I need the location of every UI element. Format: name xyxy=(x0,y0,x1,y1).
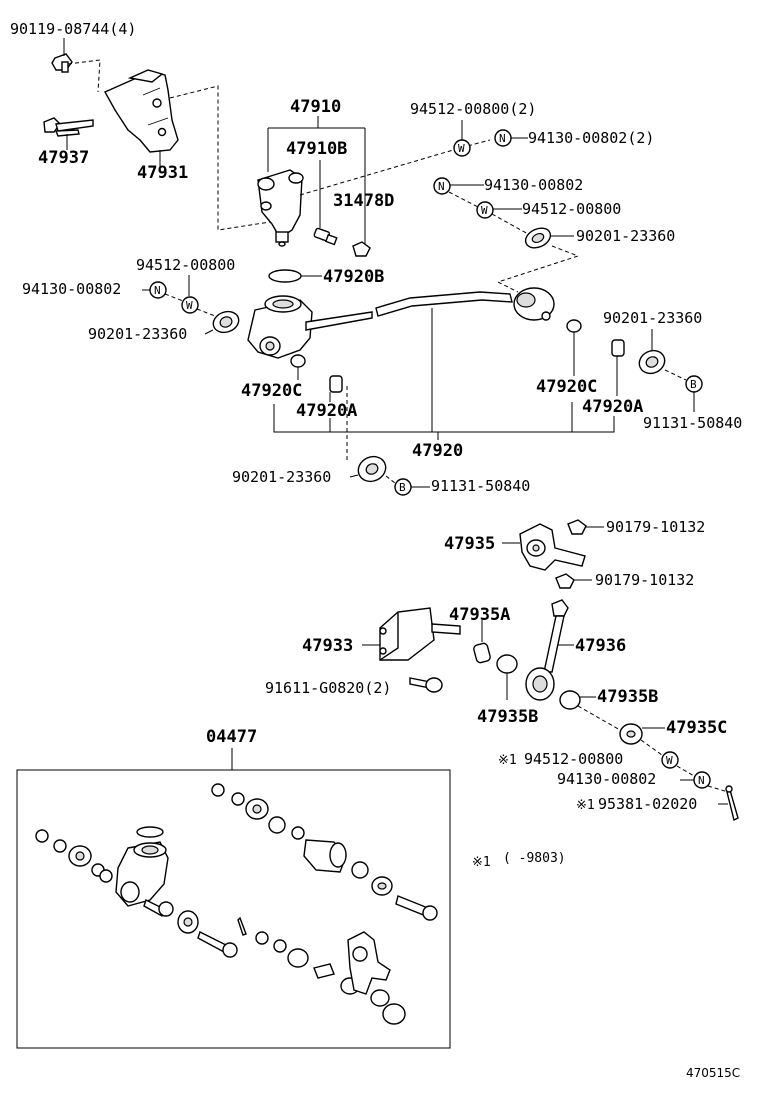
label-47910: 47910 xyxy=(290,97,341,117)
svg-text:W: W xyxy=(186,299,193,312)
label-94130-00802-l: 94130-00802 xyxy=(22,280,121,298)
bushing-47935B-r xyxy=(559,690,581,710)
label-47931: 47931 xyxy=(137,163,188,183)
bolt-marker-b1: B xyxy=(685,375,703,393)
label-91611-G0820: 91611-G0820(2) xyxy=(265,679,391,697)
svg-text:N: N xyxy=(499,132,506,145)
label-47935A: 47935A xyxy=(449,605,510,625)
label-90179-10132-b: 90179-10132 xyxy=(595,571,694,589)
bushing-47920C-r xyxy=(566,319,582,333)
fitting-47910B xyxy=(313,227,338,246)
label-04477: 04477 xyxy=(206,727,257,747)
svg-text:W: W xyxy=(666,754,673,767)
label-94512-00800-l: 94512-00800 xyxy=(136,256,235,274)
label-94130-00802-s: 94130-00802 xyxy=(557,770,656,788)
rod-assembly-47920 xyxy=(247,287,555,359)
label-90119-08744: 90119-08744(4) xyxy=(10,20,136,38)
label-90201-23360-rr: 90201-23360 xyxy=(603,309,702,327)
bushing-47935B-l xyxy=(496,654,518,674)
label-90201-23360-b: 90201-23360 xyxy=(232,468,331,486)
washer-47935C xyxy=(619,723,643,745)
label-47920C-r: 47920C xyxy=(536,377,597,397)
label-90179-10132-a: 90179-10132 xyxy=(606,518,705,536)
washer-marker-w3: W xyxy=(181,296,199,314)
washer-marker-w2: W xyxy=(476,201,494,219)
nut-marker-n1: N xyxy=(494,129,512,147)
link-rod-47936 xyxy=(525,599,569,701)
star-mark-2: ※1 xyxy=(576,798,595,813)
nut-marker-n3: N xyxy=(149,281,167,299)
bushing-90201-rr xyxy=(638,349,666,375)
collar-47920A-r xyxy=(611,339,625,357)
label-31478D: 31478D xyxy=(333,191,394,211)
label-47910B: 47910B xyxy=(286,139,347,159)
label-94512-00800-s: 94512-00800 xyxy=(524,750,623,768)
bushing-90201-r xyxy=(524,227,552,249)
svg-text:W: W xyxy=(481,204,488,217)
bolt-marker-b2: B xyxy=(394,478,412,496)
nut-90179-a xyxy=(567,519,587,535)
label-94130-00802-r: 94130-00802 xyxy=(484,176,583,194)
label-47937: 47937 xyxy=(38,148,89,168)
svg-text:B: B xyxy=(399,481,406,494)
label-95381-02020: 95381-02020 xyxy=(598,795,697,813)
label-47935B-l: 47935B xyxy=(477,707,538,727)
svg-text:N: N xyxy=(698,774,705,787)
kit-box-04477 xyxy=(16,769,451,1049)
bushing-47920C-l xyxy=(290,354,306,368)
figure-code: 470515C xyxy=(686,1066,740,1080)
label-47936: 47936 xyxy=(575,636,626,656)
collar-47920A-l xyxy=(329,375,343,393)
nut-90179-b xyxy=(555,573,575,589)
label-94512-00800-2: 94512-00800(2) xyxy=(410,100,536,118)
label-94130-00802-2: 94130-00802(2) xyxy=(528,129,654,147)
label-47920A-l: 47920A xyxy=(296,401,357,421)
valve-47910 xyxy=(257,169,304,247)
washer-marker-w4: W xyxy=(661,751,679,769)
label-91131-50840-r: 91131-50840 xyxy=(643,414,742,432)
label-47920C-l: 47920C xyxy=(241,381,302,401)
bushing-90201-b xyxy=(357,455,387,483)
nut-31478D xyxy=(352,241,371,257)
label-94512-00800-r: 94512-00800 xyxy=(522,200,621,218)
svg-text:N: N xyxy=(438,180,445,193)
label-47920A-r: 47920A xyxy=(582,397,643,417)
note-text: ( -9803) xyxy=(503,851,566,866)
label-90201-23360-l: 90201-23360 xyxy=(88,325,187,343)
bracket-47931 xyxy=(104,69,179,153)
oring-47920B xyxy=(268,269,302,283)
label-47920B: 47920B xyxy=(323,267,384,287)
label-91131-50840-b: 91131-50840 xyxy=(431,477,530,495)
label-47933: 47933 xyxy=(302,636,353,656)
svg-text:W: W xyxy=(458,142,465,155)
cotter-pin-95381 xyxy=(725,785,739,822)
star-mark-1: ※1 xyxy=(498,753,517,768)
bolt-90119 xyxy=(51,53,73,73)
nut-marker-n2: N xyxy=(433,177,451,195)
collar-47935A xyxy=(473,642,491,664)
label-47935: 47935 xyxy=(444,534,495,554)
svg-text:N: N xyxy=(154,284,161,297)
note-mark: ※1 xyxy=(472,855,491,870)
svg-text:B: B xyxy=(690,378,697,391)
bushing-90201-l xyxy=(212,310,240,334)
lever-47935 xyxy=(519,523,586,571)
nut-marker-n4: N xyxy=(693,771,711,789)
washer-marker-w1: W xyxy=(453,139,471,157)
stud-47937 xyxy=(43,117,94,137)
bolt-91611 xyxy=(409,677,443,693)
kit-parts xyxy=(35,783,438,1025)
bracket-47933 xyxy=(379,607,461,661)
label-47920: 47920 xyxy=(412,441,463,461)
label-47935C: 47935C xyxy=(666,718,727,738)
label-47935B-r: 47935B xyxy=(597,687,658,707)
label-90201-23360-r: 90201-23360 xyxy=(576,227,675,245)
